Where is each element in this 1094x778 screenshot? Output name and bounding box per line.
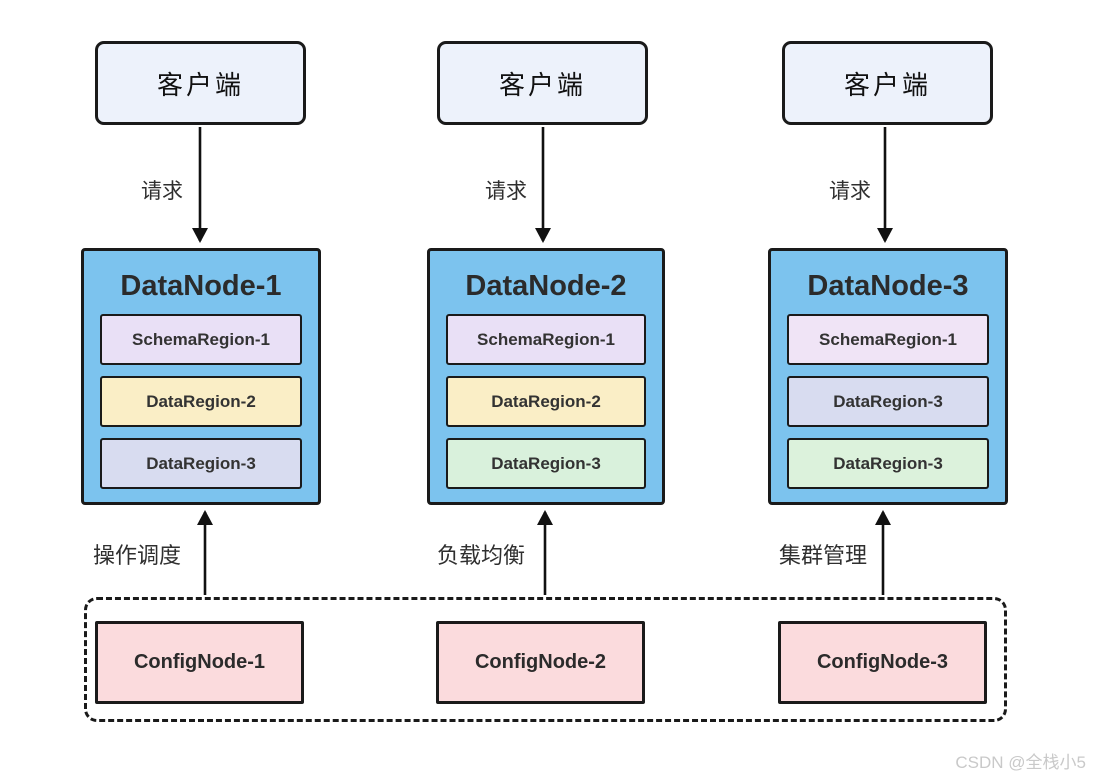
data-region-box: DataRegion-2 bbox=[446, 376, 646, 427]
datanode-box-3: DataNode-3 SchemaRegion-1 DataRegion-3 D… bbox=[768, 248, 1008, 505]
client-node-2: 客户端 bbox=[437, 41, 648, 125]
datanode-title: DataNode-3 bbox=[807, 270, 969, 302]
datanode-title: DataNode-2 bbox=[465, 270, 627, 302]
confignode-group bbox=[84, 597, 1007, 722]
request-label-1: 请求 bbox=[141, 180, 183, 203]
request-label-3: 请求 bbox=[829, 180, 871, 203]
schema-region-box: SchemaRegion-1 bbox=[787, 314, 989, 365]
datanode-title: DataNode-1 bbox=[120, 270, 282, 302]
confignode-box-1: ConfigNode-1 bbox=[95, 621, 304, 704]
region-list: SchemaRegion-1 DataRegion-3 DataRegion-3 bbox=[787, 314, 989, 489]
data-region-box: DataRegion-3 bbox=[100, 438, 302, 489]
client-node-3: 客户端 bbox=[782, 41, 993, 125]
datanode-box-2: DataNode-2 SchemaRegion-1 DataRegion-2 D… bbox=[427, 248, 665, 505]
datanode-box-1: DataNode-1 SchemaRegion-1 DataRegion-2 D… bbox=[81, 248, 321, 505]
confignode-box-3: ConfigNode-3 bbox=[778, 621, 987, 704]
config-arrow-label-3: 集群管理 bbox=[779, 543, 868, 568]
client-label: 客户端 bbox=[156, 69, 244, 100]
schema-region-box: SchemaRegion-1 bbox=[446, 314, 646, 365]
data-region-box: DataRegion-3 bbox=[446, 438, 646, 489]
client-label: 客户端 bbox=[498, 69, 586, 100]
config-arrow-label-2: 负载均衡 bbox=[437, 543, 526, 568]
client-label: 客户端 bbox=[843, 69, 931, 100]
config-arrow-label-1: 操作调度 bbox=[93, 543, 182, 568]
data-region-box: DataRegion-2 bbox=[100, 376, 302, 427]
watermark: CSDN @全栈小5 bbox=[955, 753, 1086, 772]
region-list: SchemaRegion-1 DataRegion-2 DataRegion-3 bbox=[446, 314, 646, 489]
data-region-box: DataRegion-3 bbox=[787, 376, 989, 427]
client-node-1: 客户端 bbox=[95, 41, 306, 125]
region-list: SchemaRegion-1 DataRegion-2 DataRegion-3 bbox=[100, 314, 302, 489]
data-region-box: DataRegion-3 bbox=[787, 438, 989, 489]
schema-region-box: SchemaRegion-1 bbox=[100, 314, 302, 365]
request-label-2: 请求 bbox=[485, 180, 527, 203]
confignode-box-2: ConfigNode-2 bbox=[436, 621, 645, 704]
